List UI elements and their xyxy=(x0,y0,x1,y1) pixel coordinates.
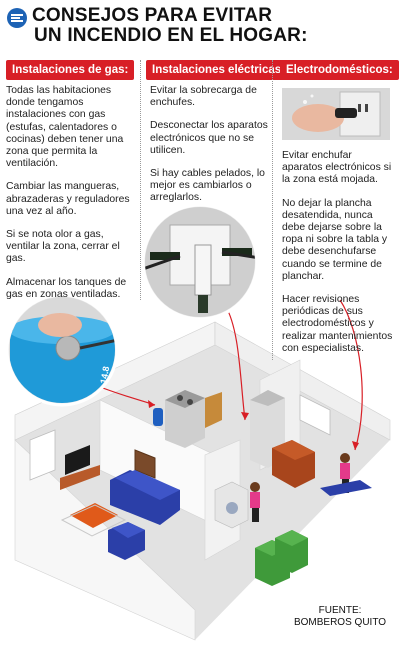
electrical-tips-column: Evitar la sobrecarga de enchufes. Descon… xyxy=(150,85,268,216)
arrow-head xyxy=(148,400,155,408)
source-credit: FUENTE: BOMBEROS QUITO xyxy=(290,605,390,629)
gas-tip: Si se nota olor a gas, ventilar la zona,… xyxy=(6,229,120,265)
person-laundry xyxy=(250,482,260,522)
stove xyxy=(165,390,205,448)
window xyxy=(29,429,56,481)
gas-tip: Todas las habitaciones donde tengamos in… xyxy=(6,85,124,170)
house-wall-right xyxy=(214,321,391,441)
dresser xyxy=(272,440,315,488)
tv xyxy=(60,445,100,490)
kitchen-cabinet xyxy=(205,392,222,428)
badge-appliances: Electrodomésticos: xyxy=(280,60,399,80)
logo-icon xyxy=(7,8,27,28)
appliance-tips-column: Evitar enchufar aparatos electrónicos si… xyxy=(282,150,394,366)
armchair xyxy=(108,522,145,560)
gas-tip: Almacenar los tanques de gas en zonas ve… xyxy=(6,276,127,300)
page-title: CONSEJOS PARA EVITAR UN INCENDIO EN EL H… xyxy=(32,6,392,46)
title-line-2: UN INCENDIO EN EL HOGAR: xyxy=(34,25,308,46)
badge-electrical-installations: Instalaciones eléctricas: xyxy=(146,60,291,80)
electrical-tip: Evitar la sobrecarga de enchufes. xyxy=(150,85,257,109)
column-divider xyxy=(140,60,141,300)
gas-tip: Cambiar las mangueras, abrazaderas y reg… xyxy=(6,181,130,217)
arrow-head xyxy=(352,441,359,450)
electrical-tip: Si hay cables pelados, lo mejor es cambi… xyxy=(150,168,265,204)
appliance-tip: Hacer revisiones periódicas de sus elect… xyxy=(282,294,393,354)
wall-picture xyxy=(134,449,156,479)
appliance-tip: Evitar enchufar aparatos electrónicos si… xyxy=(282,150,392,186)
photo-gas-regulator xyxy=(5,293,119,407)
photo-socket-hand xyxy=(282,88,390,140)
gas-tank-small xyxy=(153,408,163,426)
window xyxy=(299,394,331,436)
sofa xyxy=(110,470,180,525)
appliance-tip: No dejar la plancha desatendida, nunca d… xyxy=(282,197,388,282)
arrow-head xyxy=(241,412,249,420)
gas-tips-column: Todas las habitaciones donde tengamos in… xyxy=(6,85,134,312)
title-line-1: CONSEJOS PARA EVITAR xyxy=(32,5,273,26)
green-bins xyxy=(255,530,308,586)
badge-gas-installations: Instalaciones de gas: xyxy=(6,60,135,80)
rug xyxy=(60,504,127,537)
source-label: FUENTE: xyxy=(318,605,362,616)
photo-overloaded-socket xyxy=(141,203,259,321)
electrical-tip: Desconectar los aparatos electrónicos qu… xyxy=(150,120,268,156)
column-divider xyxy=(272,60,273,360)
source-name: BOMBEROS QUITO xyxy=(293,617,387,628)
washing-machine xyxy=(214,481,249,529)
coffee-table xyxy=(70,503,118,528)
person-ironing xyxy=(320,453,372,496)
